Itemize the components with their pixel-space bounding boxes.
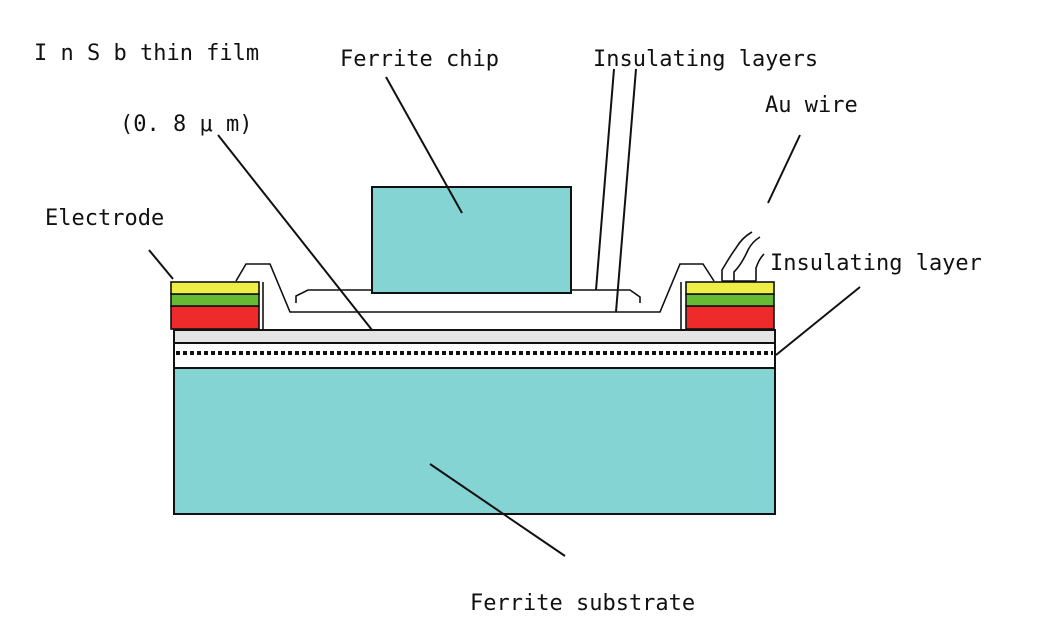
au-wire-label: Au wire [765, 93, 858, 118]
insulating-layer-band [173, 342, 776, 369]
au-wire-outer [721, 231, 753, 281]
ferrite-substrate [173, 367, 776, 515]
outer-insulating-layer-outline [235, 263, 715, 313]
right-electrode-middle [685, 293, 775, 307]
ferrite-substrate-leader-line [429, 463, 566, 557]
ferrite-chip-leader-line [385, 76, 463, 214]
au-wire-leader-line [767, 134, 801, 204]
right-electrode-bottom [685, 305, 775, 330]
ferrite-chip-label: Ferrite chip [340, 47, 499, 72]
insb-film-leader-line [217, 134, 373, 331]
left-electrode-bottom [170, 305, 260, 330]
insb-thin-film [173, 329, 776, 344]
thickness-label: (0. 8 μ m) [120, 112, 252, 137]
insulating-layer-label: Insulating layer [770, 251, 982, 276]
left-electrode-middle [170, 293, 260, 307]
au-wire-right-tail [755, 253, 765, 281]
insulating-layer-leader-line [775, 286, 861, 356]
insulating-layers-leader-line-2 [615, 68, 637, 313]
ferrite-substrate-label: Ferrite substrate [470, 591, 695, 616]
right-electrode-top [685, 281, 775, 295]
electrode-leader-line [148, 249, 174, 280]
insulating-layers-label: Insulating layers [593, 47, 818, 72]
left-electrode [170, 281, 260, 330]
left-electrode-top [170, 281, 260, 295]
insb-film-label: I n S b thin film [34, 41, 259, 66]
au-wire-inner [733, 236, 761, 281]
insulating-layers-leader-line-1 [595, 68, 615, 291]
ferrite-chip [371, 186, 572, 294]
electrode-label: Electrode [45, 206, 164, 231]
right-electrode [685, 281, 775, 330]
